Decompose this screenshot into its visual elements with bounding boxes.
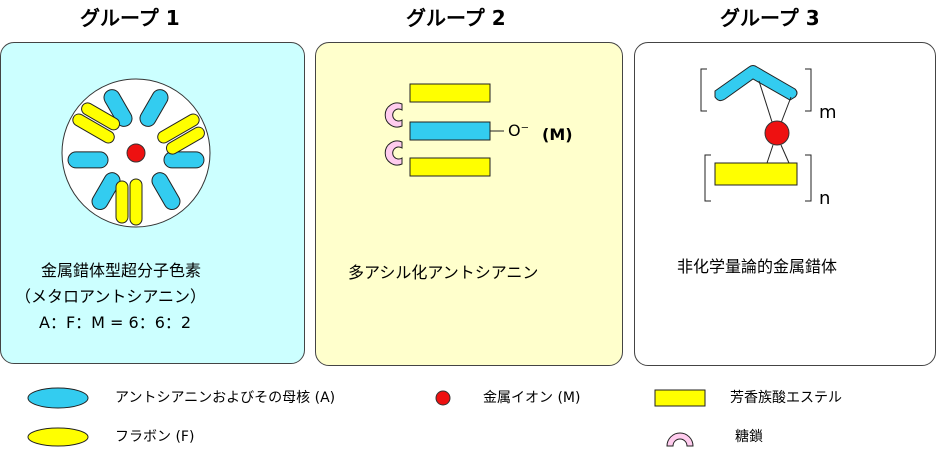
ester-bar bbox=[409, 83, 491, 103]
ester-bar bbox=[714, 162, 798, 186]
anthocyanin-bar bbox=[409, 121, 491, 141]
supramolecular-pigment-diagram bbox=[60, 78, 212, 228]
metal-ion bbox=[764, 120, 790, 146]
anion-label: O⁻ bbox=[508, 121, 530, 140]
group-1-panel: 金属錯体型超分子色素 （メタロアントシアニン） A：F：M = 6：6：2 bbox=[0, 42, 305, 364]
subscript-n: n bbox=[819, 188, 831, 209]
metal-ion bbox=[126, 143, 146, 163]
sugar-chain-icon bbox=[384, 140, 403, 166]
ester-bar bbox=[409, 157, 491, 177]
subscript-m: m bbox=[819, 102, 837, 123]
nonstoichiometric-complex-diagram bbox=[700, 65, 812, 202]
polyacylated-anthocyanin-diagram bbox=[384, 83, 504, 177]
group-1-title: グループ 1 bbox=[80, 6, 180, 30]
group-2-line-1: 多アシル化アントシアニン bbox=[348, 263, 539, 282]
legend-label-metal-ion: 金属イオン (M) bbox=[483, 390, 581, 406]
anthocyanin-chevron bbox=[714, 65, 798, 102]
metal-label: (M) bbox=[542, 125, 573, 144]
blue-ellipse-icon bbox=[27, 387, 89, 409]
legend-label-ester: 芳香族酸エステル bbox=[730, 390, 842, 406]
group-1-line-1: 金属錯体型超分子色素 bbox=[41, 261, 202, 280]
group-1-line-2: （メタロアントシアニン） bbox=[15, 287, 207, 306]
sugar-chain-icon bbox=[384, 102, 403, 128]
group-2-title: グループ 2 bbox=[406, 6, 506, 30]
yellow-ellipse-icon bbox=[27, 427, 89, 447]
group-3-title: グループ 3 bbox=[720, 6, 820, 30]
group-1-line-3: A：F：M = 6：6：2 bbox=[39, 313, 192, 332]
red-circle-icon bbox=[435, 390, 451, 406]
legend-label-flavone: フラボン (F) bbox=[115, 429, 195, 445]
group-3-panel: m n 非化学量論的金属錯体 bbox=[634, 42, 936, 366]
pink-arc-icon bbox=[666, 432, 694, 447]
legend-label-sugar: 糖鎖 bbox=[735, 429, 763, 445]
legend-label-anthocyanin: アントシアニンおよびその母核 (A) bbox=[115, 390, 336, 406]
group-3-line-1: 非化学量論的金属錯体 bbox=[677, 257, 838, 276]
group-2-panel: O⁻ (M) 多アシル化アントシアニン bbox=[315, 42, 623, 366]
yellow-rect-icon bbox=[654, 389, 706, 407]
